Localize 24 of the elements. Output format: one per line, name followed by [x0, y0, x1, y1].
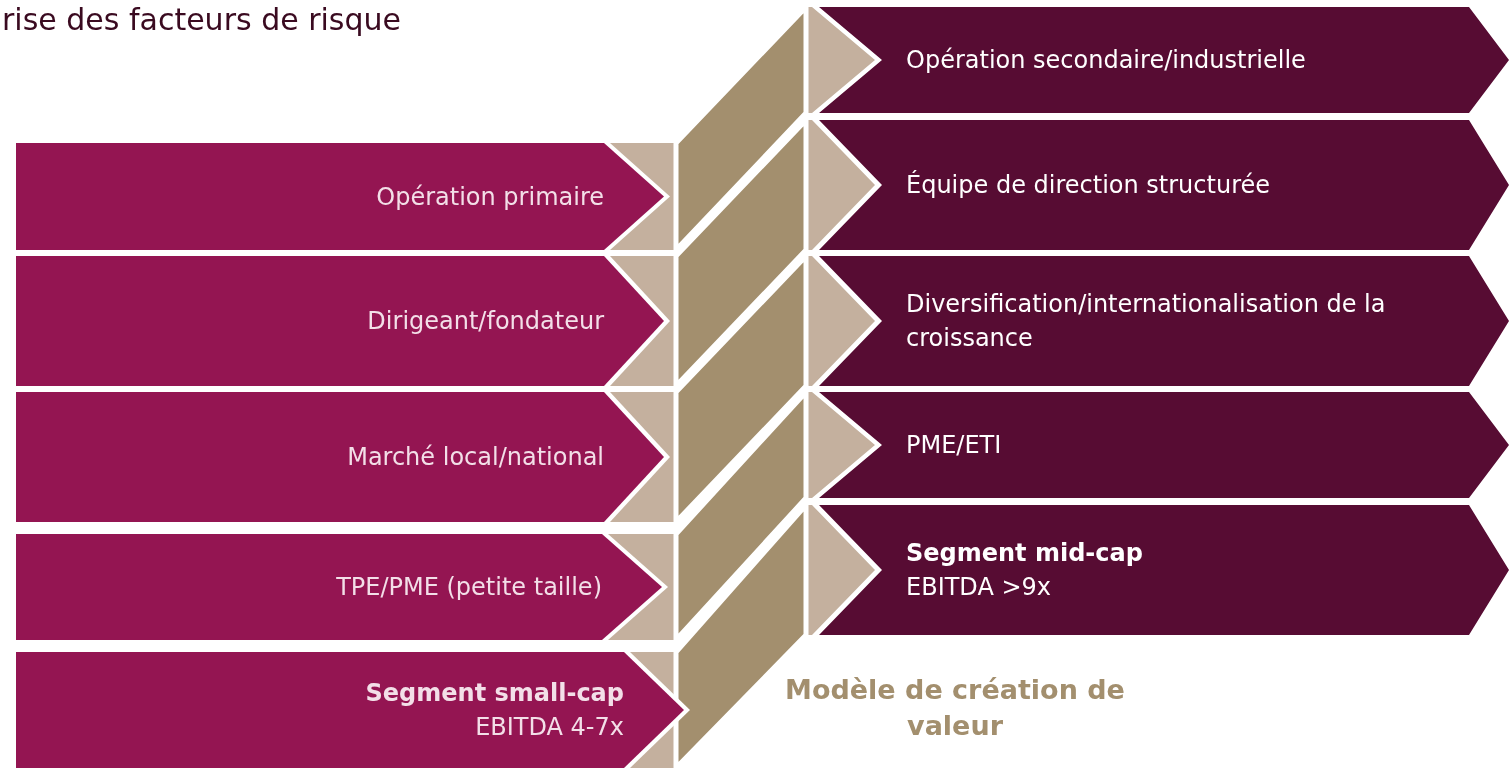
segment-heading: Segment small-cap: [364, 678, 624, 709]
chevron-box: [812, 392, 1509, 498]
chevron-box: [812, 256, 1509, 386]
node-text: Diversification/internationalisation de la croissance: [906, 289, 1387, 354]
chevron-box: [812, 505, 1509, 635]
chevron-box: [812, 120, 1509, 250]
node-text: Marché local/national: [346, 442, 604, 473]
chevron-box: [16, 392, 670, 522]
node-text: EBITDA 4-7x: [474, 712, 624, 743]
caption-label: Modèle de création de valeur: [784, 673, 1126, 743]
segment-heading: Segment mid-cap: [906, 538, 1144, 569]
chevron-box: [16, 652, 690, 768]
chevron-box: [16, 534, 668, 640]
node-text: EBITDA >9x: [906, 572, 1053, 603]
node-text: PME/ETI: [906, 430, 1003, 461]
node-text: Opération secondaire/industrielle: [906, 45, 1307, 76]
node-text: TPE/PME (petite taille): [335, 572, 602, 603]
chevron-box: [812, 7, 1509, 113]
node-text: Opération primaire: [375, 181, 604, 213]
title: rise des facteurs de risque: [2, 2, 401, 37]
chevron-box: [16, 143, 670, 250]
chevron-box: [16, 256, 670, 386]
node-text: Dirigeant/fondateur: [366, 306, 604, 337]
node-text: Équipe de direction structurée: [906, 169, 1272, 201]
